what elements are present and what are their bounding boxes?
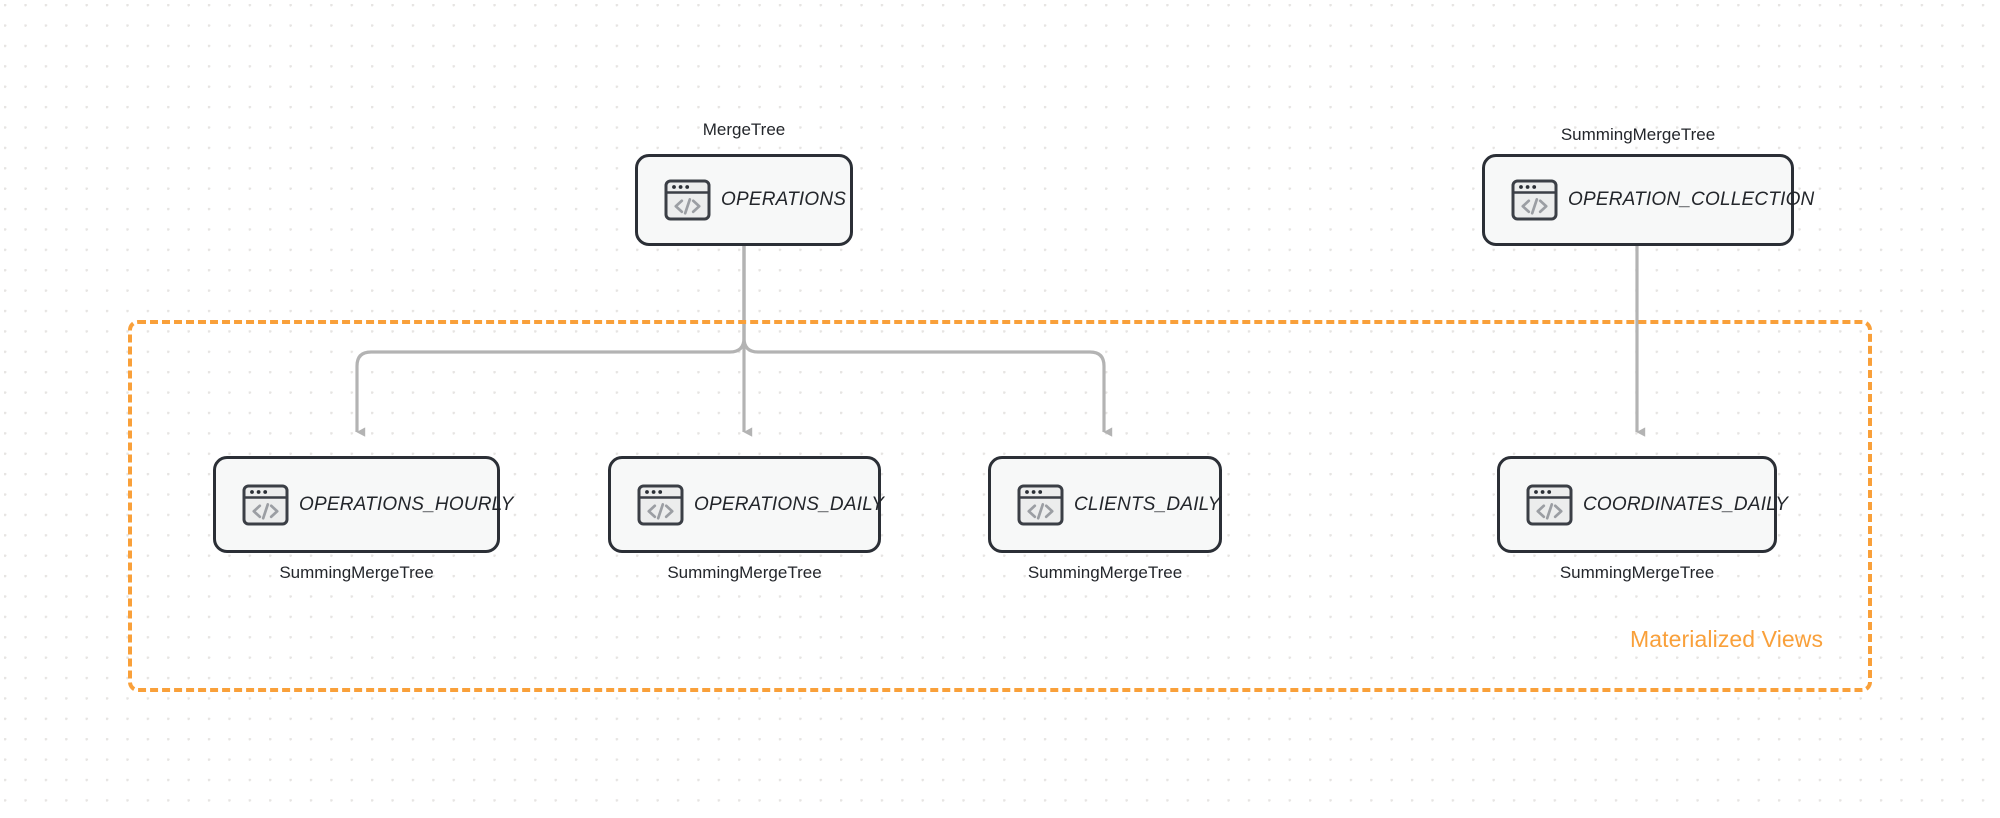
- engine-label-operation_collection: SummingMergeTree: [1560, 125, 1716, 144]
- node-operations[interactable]: OPERATIONS: [635, 154, 853, 246]
- node-title-operations_daily: OPERATIONS_DAILY: [694, 493, 885, 515]
- code-window-icon: [637, 484, 684, 526]
- node-operation_collection[interactable]: OPERATION_COLLECTION: [1482, 154, 1814, 246]
- engine-label-coordinates_daily: SummingMergeTree: [1559, 563, 1715, 582]
- code-window-icon: [1511, 179, 1558, 221]
- code-window-icon: [664, 179, 711, 221]
- engine-label-operations_daily: SummingMergeTree: [667, 563, 822, 582]
- node-title-coordinates_daily: COORDINATES_DAILY: [1583, 493, 1789, 515]
- edge-operations-to-operations-hourly: [355, 246, 746, 437]
- node-title-operation_collection: OPERATION_COLLECTION: [1568, 189, 1815, 210]
- node-operations_hourly[interactable]: OPERATIONS_HOURLY: [213, 456, 513, 553]
- node-operations_daily[interactable]: OPERATIONS_DAILY: [608, 456, 884, 553]
- engine-label-operations: MergeTree: [702, 120, 786, 139]
- engine-label-operations_hourly: SummingMergeTree: [279, 563, 434, 582]
- node-coordinates_daily[interactable]: COORDINATES_DAILY: [1497, 456, 1788, 553]
- node-title-operations: OPERATIONS: [721, 189, 847, 210]
- edge-operations-to-clients-daily: [742, 246, 1113, 437]
- node-title-operations_hourly: OPERATIONS_HOURLY: [299, 493, 514, 515]
- code-window-icon: [1526, 484, 1573, 526]
- node-title-clients_daily: CLIENTS_DAILY: [1074, 493, 1221, 515]
- code-window-icon: [242, 484, 289, 526]
- code-window-icon: [1017, 484, 1064, 526]
- materialized-views-group-label: Materialized Views: [1630, 626, 1824, 652]
- node-clients_daily[interactable]: CLIENTS_DAILY: [988, 456, 1222, 553]
- engine-label-clients_daily: SummingMergeTree: [1027, 563, 1183, 582]
